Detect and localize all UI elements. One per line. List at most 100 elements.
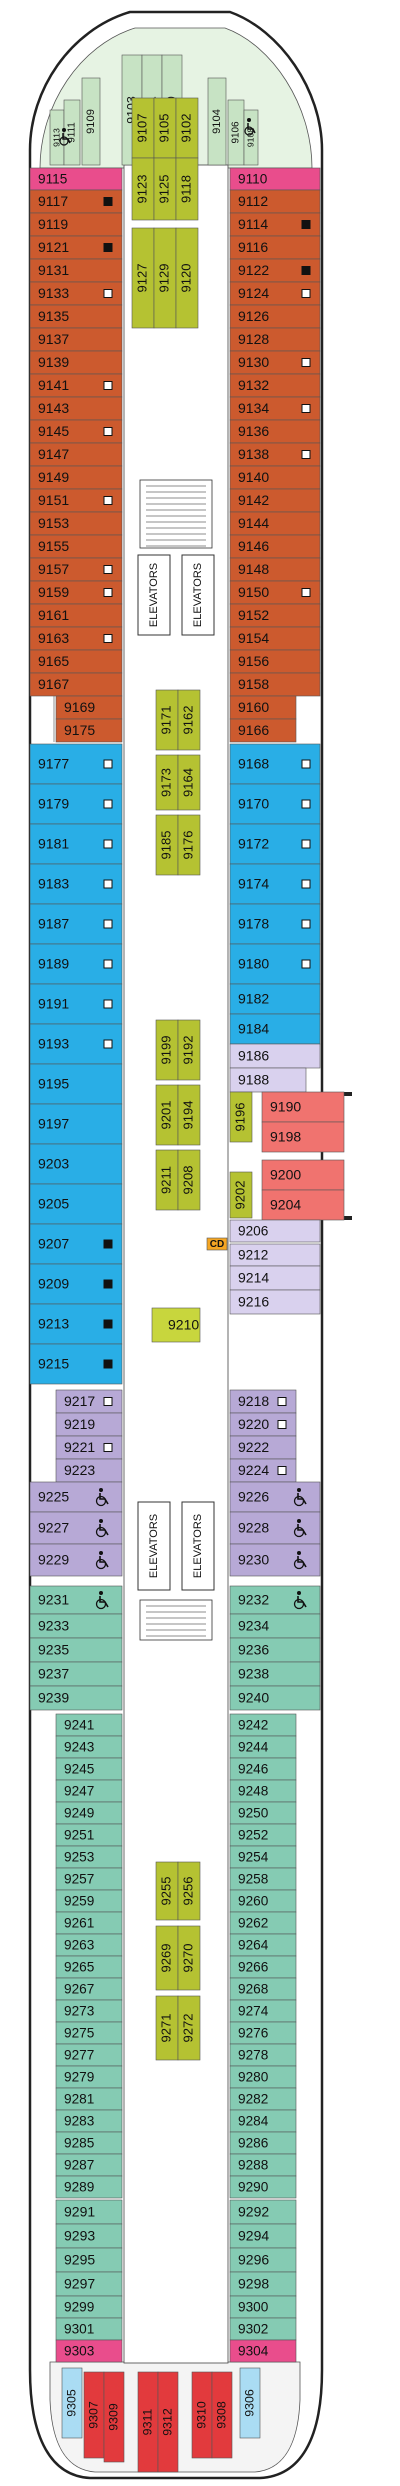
cabin-9287[interactable]: 9287 (55, 2153, 123, 2177)
cabin-9210[interactable] (151, 1307, 201, 1343)
cabin-box[interactable] (55, 2175, 123, 2199)
cabin-9143[interactable]: 9143 (29, 396, 123, 421)
cabin-9308[interactable]: 9308 (211, 2371, 233, 2459)
cabin-9230[interactable]: 9230 (229, 1543, 321, 1577)
cabin-box[interactable] (177, 689, 201, 751)
cabin-9237[interactable]: 9237 (29, 1661, 123, 1687)
cabin-9226[interactable]: 9226 (229, 1481, 321, 1513)
cabin-9213[interactable]: 9213 (29, 1303, 123, 1345)
cabin-box[interactable] (229, 983, 321, 1015)
cabin-9165[interactable]: 9165 (29, 649, 123, 674)
cabin-box[interactable] (175, 157, 199, 221)
cabin-box[interactable] (29, 1511, 123, 1545)
cabin-9190[interactable]: 9190 (261, 1091, 345, 1123)
cabin-9258[interactable]: 9258 (229, 1867, 297, 1891)
cabin-9218[interactable]: 9218 (229, 1389, 297, 1414)
cabin-9265[interactable]: 9265 (55, 1955, 123, 1979)
cabin-9253[interactable]: 9253 (55, 1845, 123, 1869)
cabin-9285[interactable]: 9285 (55, 2131, 123, 2155)
cabin-9224[interactable]: 9224 (229, 1458, 297, 1483)
cabin-9221[interactable]: 9221 (55, 1435, 123, 1460)
cabin-9254[interactable]: 9254 (229, 1845, 297, 1869)
cabin-9176[interactable]: 9176 (177, 814, 201, 876)
cabin-9242[interactable]: 9242 (229, 1713, 297, 1737)
cabin-9197[interactable]: 9197 (29, 1103, 123, 1145)
cabin-box[interactable] (229, 1171, 253, 1219)
cabin-9276[interactable]: 9276 (229, 2021, 297, 2045)
cabin-9281[interactable]: 9281 (55, 2087, 123, 2111)
cabin-9119[interactable]: 9119 (29, 212, 123, 237)
cabin-9266[interactable]: 9266 (229, 1955, 297, 1979)
cabin-box[interactable] (229, 2175, 297, 2199)
cabin-9245[interactable]: 9245 (55, 1757, 123, 1781)
cabin-9296[interactable]: 9296 (229, 2247, 297, 2273)
cabin-9109[interactable]: 9109 (81, 77, 101, 166)
cabin-box[interactable] (29, 1143, 123, 1185)
cabin-9104[interactable]: 9104 (207, 77, 227, 166)
cabin-9268[interactable]: 9268 (229, 1977, 297, 2001)
cabin-9160[interactable]: 9160 (229, 695, 297, 720)
cabin-box[interactable] (229, 1091, 253, 1143)
cabin-9138[interactable]: 9138 (229, 442, 321, 467)
cabin-9199[interactable]: 9199 (155, 1019, 179, 1081)
cabin-box[interactable] (211, 2371, 233, 2459)
cabin-9263[interactable]: 9263 (55, 1933, 123, 1957)
cabin-box[interactable] (229, 1481, 321, 1513)
cabin-9163[interactable]: 9163 (29, 626, 123, 651)
cabin-box[interactable] (229, 1543, 321, 1577)
cabin-box[interactable] (55, 2223, 123, 2249)
cabin-box[interactable] (229, 2339, 297, 2363)
cabin-box[interactable] (239, 2367, 261, 2439)
cabin-9106[interactable]: 9106 (227, 99, 245, 166)
cabin-9156[interactable]: 9156 (229, 649, 321, 674)
cabin-9177[interactable]: 9177 (29, 743, 123, 785)
cabin-9139[interactable]: 9139 (29, 350, 123, 375)
cabin-9215[interactable]: 9215 (29, 1343, 123, 1385)
cabin-box[interactable] (61, 2367, 83, 2439)
cabin-9243[interactable]: 9243 (55, 1735, 123, 1759)
cabin-9178[interactable]: 9178 (229, 903, 321, 945)
cabin-9108[interactable]: 9108 (243, 109, 259, 166)
cabin-9290[interactable]: 9290 (229, 2175, 297, 2199)
cabin-9278[interactable]: 9278 (229, 2043, 297, 2067)
cabin-9291[interactable]: 9291 (55, 2199, 123, 2225)
cabin-box[interactable] (177, 1925, 201, 1991)
cabin-9158[interactable]: 9158 (229, 672, 321, 697)
cabin-9167[interactable]: 9167 (29, 672, 123, 697)
cabin-9120[interactable]: 9120 (175, 227, 199, 329)
cabin-box[interactable] (229, 1585, 321, 1615)
cabin-9311[interactable]: 9311 (137, 2371, 159, 2473)
cabin-9140[interactable]: 9140 (229, 465, 321, 490)
cabin-9170[interactable]: 9170 (229, 783, 321, 825)
cabin-9171[interactable]: 9171 (155, 689, 179, 751)
cabin-9246[interactable]: 9246 (229, 1757, 297, 1781)
cabin-9264[interactable]: 9264 (229, 1933, 297, 1957)
cabin-9240[interactable]: 9240 (229, 1685, 321, 1711)
cabin-9280[interactable]: 9280 (229, 2065, 297, 2089)
cabin-9238[interactable]: 9238 (229, 1661, 321, 1687)
cabin-9149[interactable]: 9149 (29, 465, 123, 490)
cabin-9130[interactable]: 9130 (229, 350, 321, 375)
cabin-9111[interactable]: 9111 (63, 99, 81, 166)
cabin-9231[interactable]: 9231 (29, 1585, 123, 1615)
cabin-box[interactable] (229, 1265, 321, 1291)
cabin-9128[interactable]: 9128 (229, 327, 321, 352)
cabin-9146[interactable]: 9146 (229, 534, 321, 559)
cabin-9234[interactable]: 9234 (229, 1613, 321, 1639)
cabin-9166[interactable]: 9166 (229, 718, 297, 743)
cabin-9302[interactable]: 9302 (229, 2317, 297, 2341)
cabin-9147[interactable]: 9147 (29, 442, 123, 467)
cabin-9216[interactable]: 9216 (229, 1289, 321, 1315)
cabin-9141[interactable]: 9141 (29, 373, 123, 398)
cabin-9223[interactable]: 9223 (55, 1458, 123, 1483)
cabin-box[interactable] (229, 1685, 321, 1711)
cabin-9270[interactable]: 9270 (177, 1925, 201, 1991)
cabin-box[interactable] (29, 1183, 123, 1225)
cabin-box[interactable] (261, 1159, 345, 1191)
cabin-box[interactable] (29, 1063, 123, 1105)
cabin-9137[interactable]: 9137 (29, 327, 123, 352)
cabin-9214[interactable]: 9214 (229, 1265, 321, 1291)
cabin-9122[interactable]: 9122 (229, 258, 321, 283)
cabin-box[interactable] (207, 77, 227, 166)
cabin-9187[interactable]: 9187 (29, 903, 123, 945)
